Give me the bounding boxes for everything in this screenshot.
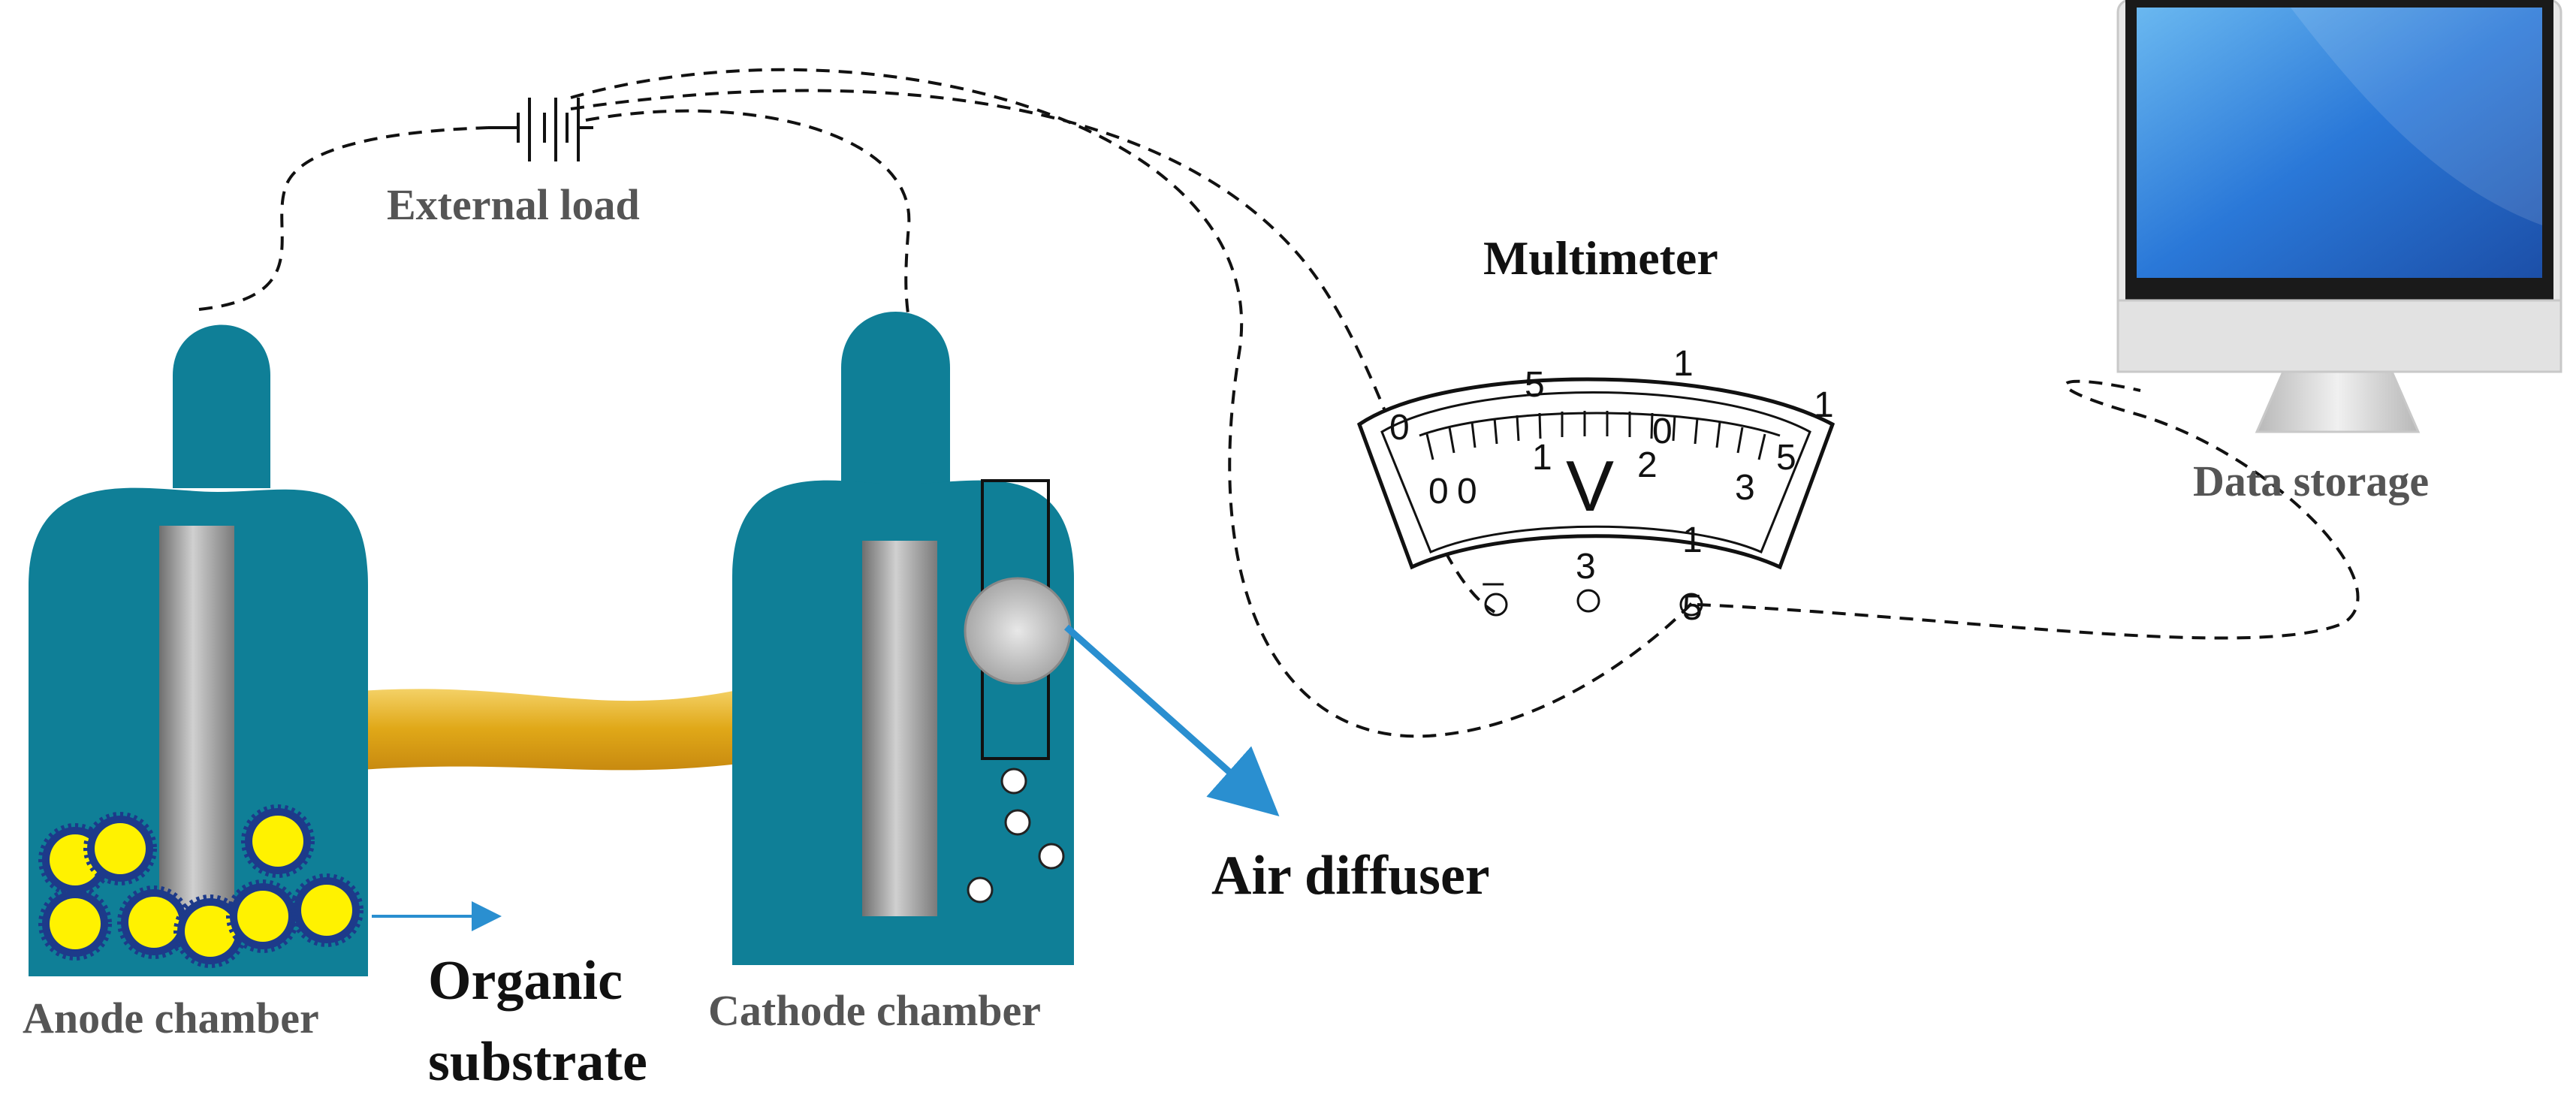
external-load-icon [488,98,593,161]
bacterium [226,879,300,953]
meter-digit: 3 [1735,468,1755,508]
meter-digit: 1 [1673,344,1694,384]
meter-terminal-label: 5 [1682,588,1703,628]
wire-load-to-meter-2 [570,68,1699,738]
meter-unit: V [1566,446,1614,526]
multimeter: 0 5 1 1 0 1 2 0 5 0 3 V _ 3 1 5 [1356,344,1835,628]
multimeter-label: Multimeter [1483,231,1718,285]
cathode-chamber-label: Cathode chamber [708,986,1041,1035]
bubble [1000,768,1027,795]
meter-terminal-label: 1 [1682,520,1703,560]
meter-digit: 5 [1525,365,1545,405]
bacterium [241,804,315,878]
external-load-label: External load [387,180,640,229]
anode-cap [173,324,270,488]
anode-chamber [29,324,368,976]
anode-electrode [159,526,234,916]
wires [198,68,2360,738]
cathode-chamber [732,312,1074,965]
bubble [967,876,994,903]
meter-digit: 0 [1652,412,1673,451]
computer-monitor-icon [2116,0,2562,433]
anode-chamber-label: Anode chamber [23,994,319,1042]
meter-terminal-label: 3 [1576,547,1596,587]
bacterium [83,812,157,885]
salt-bridge [360,687,751,771]
bacterium [290,873,363,947]
air-diffuser-label: Air diffuser [1211,845,1490,906]
bacteria-group [38,804,363,968]
data-storage-label: Data storage [2193,457,2429,505]
wire-anode-to-load [198,126,489,311]
meter-digit: 2 [1637,445,1658,485]
bubble [1038,843,1065,870]
meter-digit: 0 [1389,408,1410,448]
bubble [1004,809,1031,836]
meter-terminal-label: _ [1483,547,1504,587]
meter-digit: 1 [1814,385,1834,425]
air-diffuser-stone [964,577,1072,685]
meter-terminals [1484,589,1703,617]
organic-substrate-label: Organic [428,950,623,1012]
cathode-cap [841,312,950,488]
multimeter-face [1356,377,1835,570]
organic-substrate-label-2: substrate [428,1031,647,1093]
cathode-electrode [862,541,937,916]
meter-digit: 0 [1428,472,1449,511]
meter-digit: 5 [1776,438,1796,478]
meter-digit: 0 [1457,472,1477,511]
air-diffuser-arrow [1064,624,1280,816]
meter-ticks [1425,411,1766,460]
wire-load-to-cathode [585,109,911,320]
bacterium [38,887,112,961]
meter-digit: 1 [1532,438,1552,478]
